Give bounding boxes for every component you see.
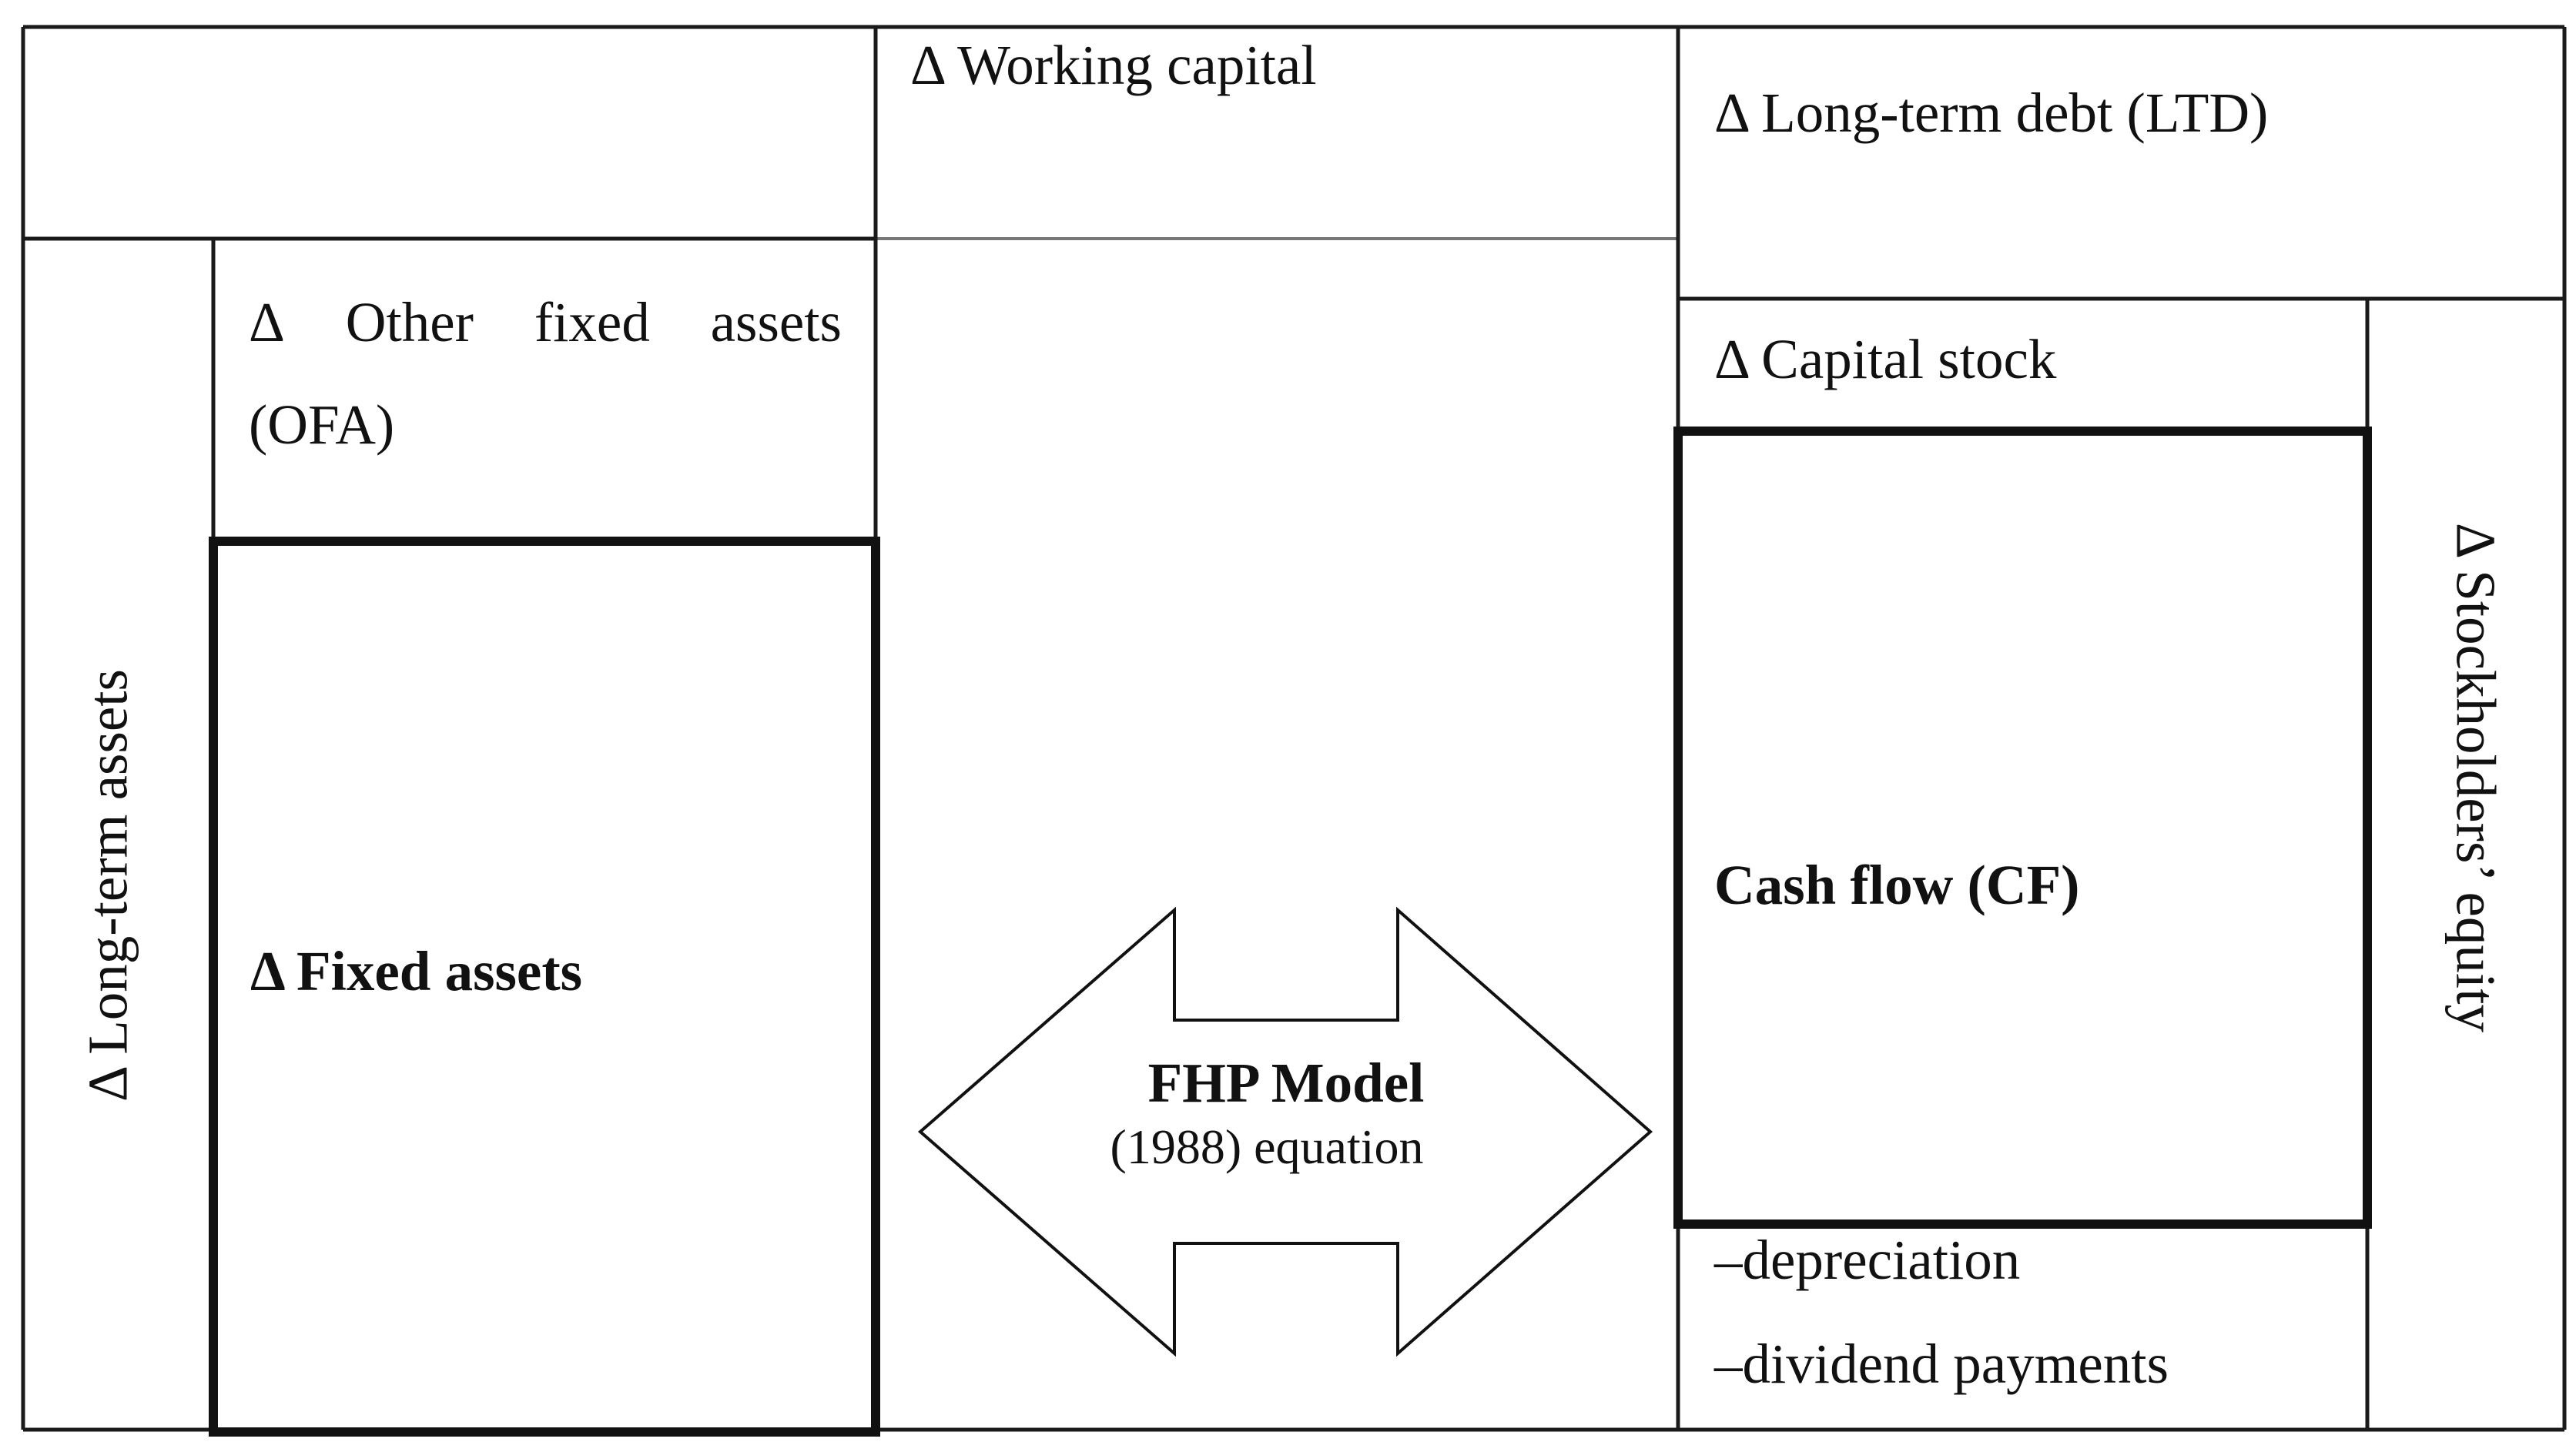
double-arrow-icon [917,906,1653,1357]
fhp-model-title: FHP Model [1147,1052,1425,1114]
ofa-word-other: Other [345,291,474,353]
stockholders-equity-label: Δ Stockholders’ equity [2444,523,2507,1032]
long-term-assets-label: Δ Long-term assets [76,669,139,1102]
ofa-word-assets: assets [710,291,842,353]
ofa-word-fixed: fixed [534,291,650,353]
capital-stock-label: Δ Capital stock [1714,328,2057,390]
fhp-model-subtitle: (1988) equation [1110,1119,1424,1174]
cash-flow-box [1673,427,2372,1229]
depreciation-label: –depreciation [1714,1229,2021,1291]
working-capital-label: Δ Working capital [910,34,1317,96]
long-term-debt-label: Δ Long-term debt (LTD) [1714,82,2269,144]
fixed-assets-label: Δ Fixed assets [250,940,583,1002]
ofa-delta: Δ [249,291,285,353]
cash-flow-label: Cash flow (CF) [1714,854,2080,916]
fixed-assets-box [209,537,880,1437]
other-fixed-assets-label: Δ Other fixed assets (OFA) [249,294,842,479]
other-fixed-assets-line1: Δ Other fixed assets [249,294,842,350]
dividend-payments-label: –dividend payments [1714,1333,2169,1395]
other-fixed-assets-line2: (OFA) [249,393,395,456]
